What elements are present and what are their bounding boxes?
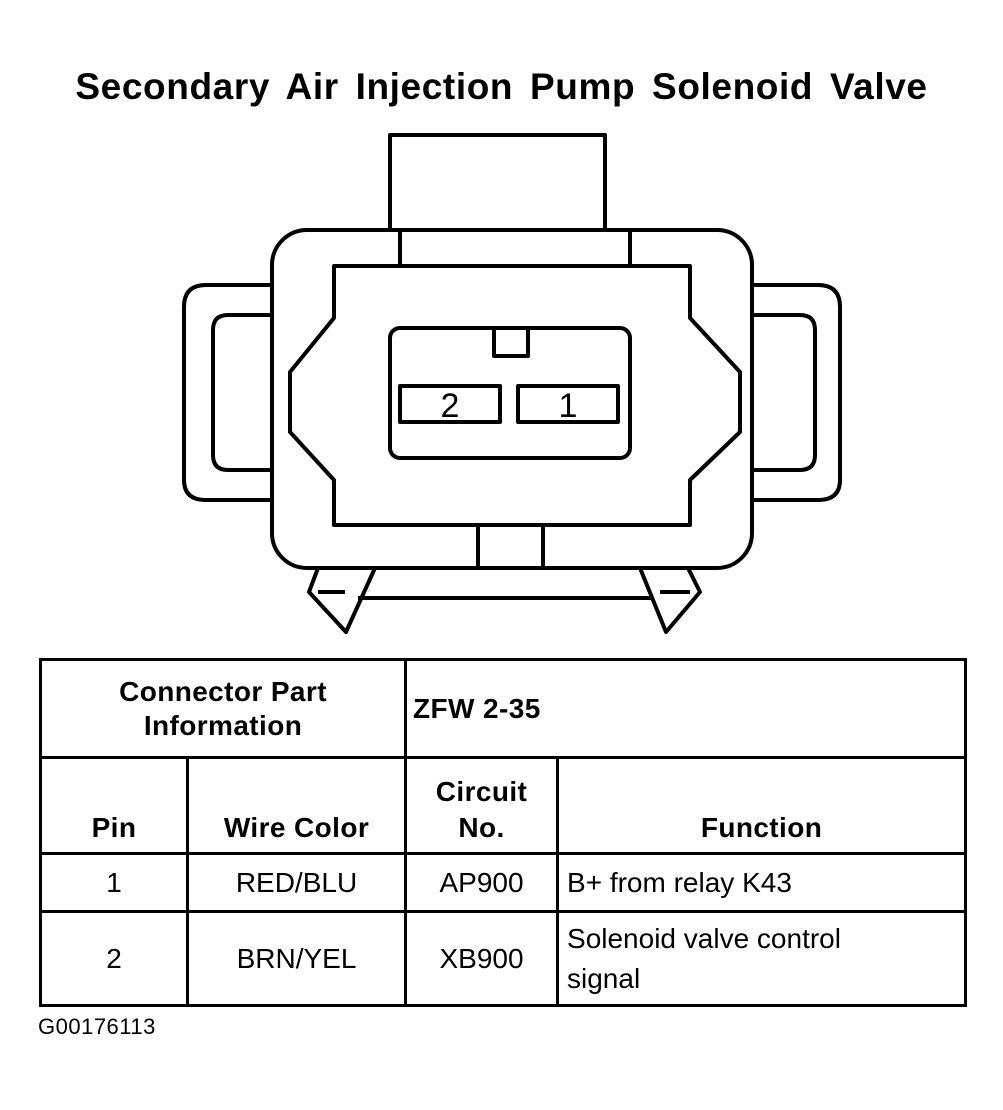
diagram-title: Secondary Air Injection Pump Solenoid Va… (75, 66, 928, 107)
part-info-label-line1: Connector Part (119, 675, 327, 707)
row-2-function: Solenoid valve control signal (556, 910, 968, 1007)
part-info-value: ZFW 2-35 (413, 692, 541, 724)
table-row: 1 RED/BLU AP900 B+ from relay K43 (39, 852, 968, 913)
header-circuit-no: Circuit No. (404, 756, 560, 855)
part-info-label-cell: Connector Part Information (38, 658, 408, 759)
connector-face-diagram: 2 1 (182, 133, 842, 634)
row-1-function-line1: B+ from relay K43 (567, 866, 792, 898)
figure-id: G00176113 (38, 1014, 156, 1039)
connector-inner-face (288, 264, 742, 527)
polarization-key (492, 326, 530, 358)
part-info-row: Connector Part Information ZFW 2-35 (38, 658, 968, 759)
header-circuit-line1: Circuit (435, 776, 528, 807)
connector-body (270, 228, 754, 570)
row-1-function: B+ from relay K43 (556, 852, 968, 913)
connector-left-latch (182, 283, 275, 502)
row-1-pin: 1 (39, 852, 189, 913)
connector-top-tab (388, 133, 607, 235)
pin-2-label: 2 (441, 387, 460, 425)
row-2-function-line2: signal (567, 962, 641, 994)
header-pin: Pin (39, 756, 189, 855)
row-2-function-line1: Solenoid valve control (567, 922, 841, 954)
connector-pinout-table: Connector Part Information ZFW 2-35 Pin … (38, 658, 968, 1007)
part-info-value-cell: ZFW 2-35 (404, 658, 968, 759)
row-2-wire-color: BRN/YEL (185, 910, 408, 1007)
header-circuit-line2: No. (458, 812, 505, 843)
row-1-wire-color: RED/BLU (185, 852, 408, 913)
table-row: 2 BRN/YEL XB900 Solenoid valve control s… (39, 910, 968, 1007)
row-2-circuit: XB900 (404, 910, 560, 1007)
header-function: Function (556, 756, 968, 855)
part-info-label-line2: Information (143, 709, 303, 741)
connector-right-foot (638, 567, 702, 634)
connector-right-latch (752, 283, 842, 502)
row-1-circuit: AP900 (404, 852, 560, 913)
pin-1-label: 1 (559, 387, 578, 425)
header-wire-color: Wire Color (185, 756, 408, 855)
pin-1-window (516, 384, 620, 424)
pin-2-window (398, 384, 502, 424)
row-2-pin: 2 (39, 910, 189, 1007)
table-header-row: Pin Wire Color Circuit No. Function (39, 756, 968, 855)
